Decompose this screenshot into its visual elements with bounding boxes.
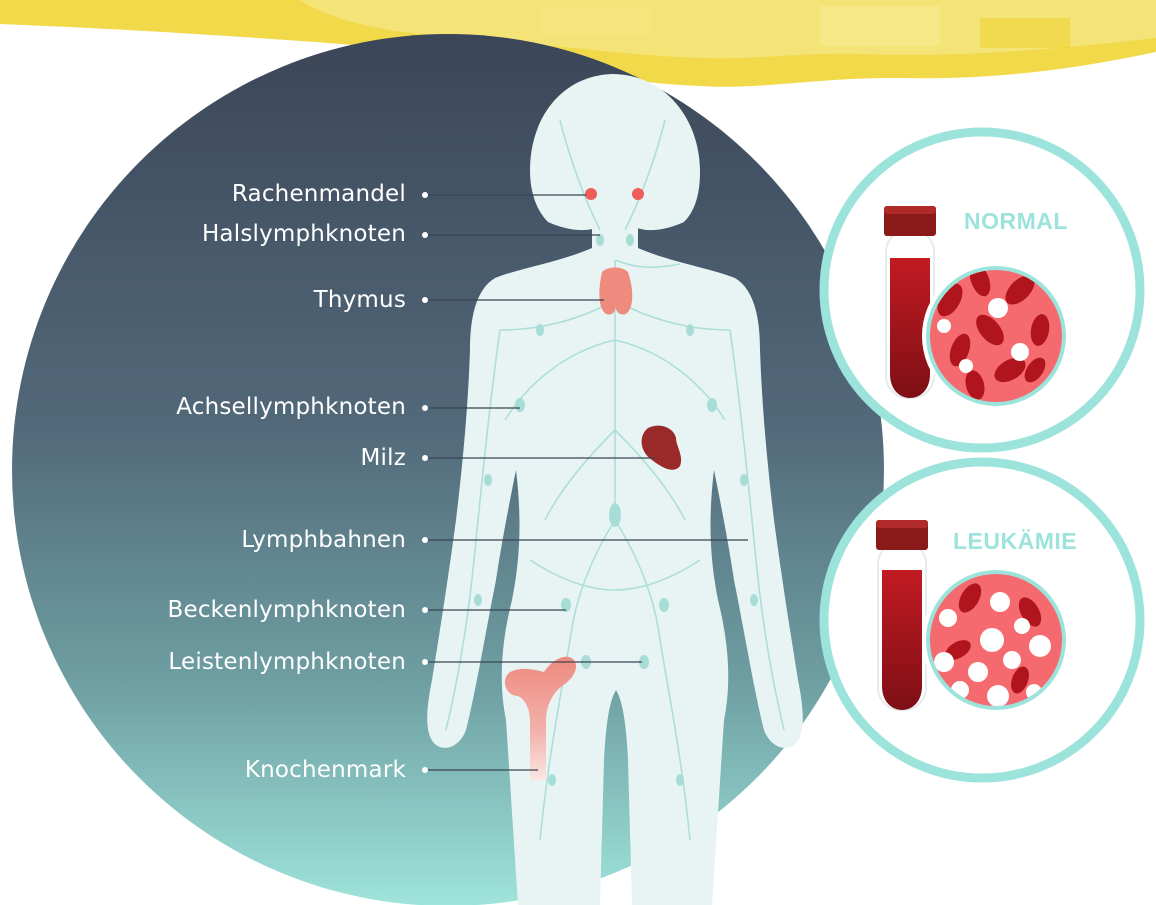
label-milz: Milz <box>361 444 407 472</box>
normal-heading: NORMAL <box>964 208 1068 235</box>
label-leistenlymphknoten: Leistenlymphknoten <box>168 648 406 676</box>
label-rachenmandel: Rachenmandel <box>232 180 406 208</box>
blood-tube-icon <box>884 206 936 398</box>
tonsil-right <box>632 188 644 200</box>
tonsil-left <box>585 188 597 200</box>
label-thymus: Thymus <box>314 286 406 314</box>
label-beckenlymphknoten: Beckenlymphknoten <box>168 596 407 624</box>
blood-tube-icon <box>876 520 928 710</box>
label-knochenmark: Knochenmark <box>245 756 406 784</box>
label-lymphbahnen: Lymphbahnen <box>241 526 406 554</box>
thymus-organ <box>599 268 632 315</box>
label-achsellymphknoten: Achsellymphknoten <box>176 393 406 421</box>
leukaemia-heading: LEUKÄMIE <box>953 528 1077 555</box>
normal-panel <box>824 132 1140 448</box>
label-halslymphknoten: Halslymphknoten <box>202 220 406 248</box>
leukaemia-panel <box>824 462 1140 778</box>
blood-cells-icon <box>922 566 1070 714</box>
blood-cells-icon <box>922 261 1070 410</box>
